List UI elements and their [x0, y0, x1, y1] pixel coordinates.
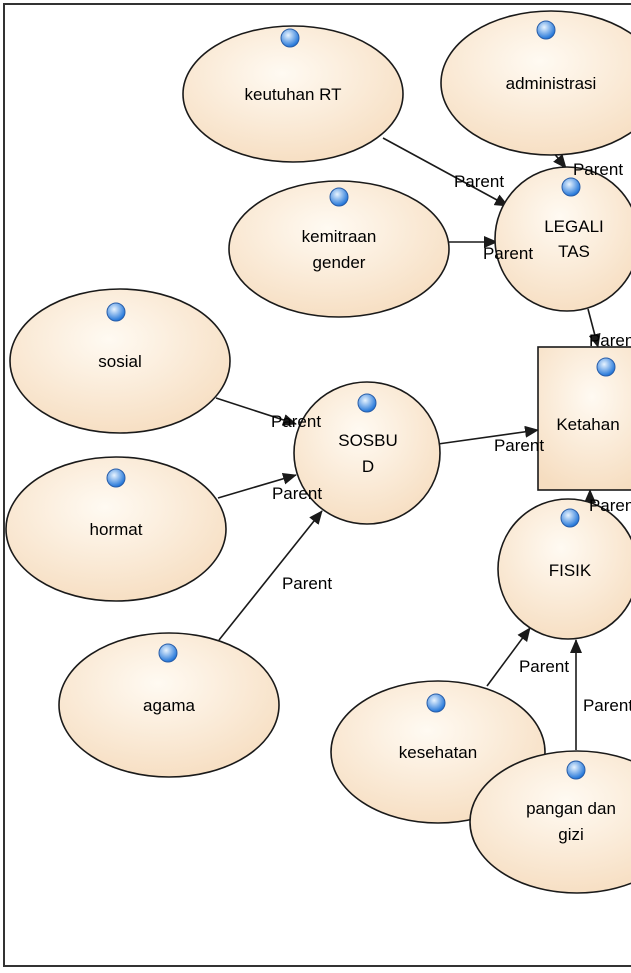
node-status-dot-icon	[426, 693, 446, 713]
node-agama[interactable]: agama	[58, 632, 280, 778]
edge-label-sosbud-to-ketahanan: Parent	[494, 436, 544, 455]
edge-kesehatan-to-fisik	[486, 627, 531, 687]
node-status-dot-icon	[106, 302, 126, 322]
node-status-dot-icon	[536, 20, 556, 40]
node-status-dot-icon	[106, 468, 126, 488]
node-fisik[interactable]: FISIK	[497, 498, 631, 640]
node-status-dot-icon	[561, 177, 581, 197]
edges-layer	[215, 137, 601, 750]
edge-label-administrasi-to-legalitas: Parent	[573, 160, 623, 179]
node-kemitraan-gender[interactable]: kemitraan gender	[228, 180, 450, 318]
node-shape	[182, 25, 404, 163]
node-label-sosial: sosial	[98, 352, 141, 371]
edge-label-keutuhan-rt-to-legalitas: Parent	[454, 172, 504, 191]
node-shape	[537, 346, 631, 491]
node-sosbud[interactable]: SOSBU D	[293, 381, 441, 525]
node-label-agama: agama	[143, 696, 196, 715]
edge-label-sosial-to-sosbud: Parent	[271, 412, 321, 431]
edge-agama-to-sosbud	[218, 510, 323, 641]
node-shape	[228, 180, 450, 318]
node-label-sosbud: SOSBU	[338, 431, 398, 450]
node-label-legalitas: LEGALI	[544, 217, 604, 236]
edge-label-pangan-gizi-to-fisik: Parent	[583, 696, 631, 715]
nodes-layer: keutuhan RT administrasi kemitraan gender LE…	[5, 10, 631, 894]
edge-label-hormat-to-sosbud: Parent	[272, 484, 322, 503]
node-label-pangan-gizi: pangan dan	[526, 799, 616, 818]
edge-sosial-to-sosbud	[215, 397, 297, 426]
node-label-keutuhan-rt: keutuhan RT	[244, 85, 341, 104]
node-label-kemitraan-gender: gender	[313, 253, 366, 272]
diagram-frame	[3, 3, 631, 967]
node-shape	[58, 632, 280, 778]
edge-label-kemitraan-gender-to-legalitas: Parent	[483, 244, 533, 263]
node-legalitas[interactable]: LEGALI TAS	[494, 166, 631, 312]
edge-label-kesehatan-to-fisik: Parent	[519, 657, 569, 676]
node-label-pangan-gizi: gizi	[558, 825, 584, 844]
node-status-dot-icon	[329, 187, 349, 207]
edge-label-legalitas-to-ketahanan: Parent	[589, 331, 631, 350]
node-status-dot-icon	[566, 760, 586, 780]
node-shape	[469, 750, 631, 894]
node-label-hormat: hormat	[90, 520, 143, 539]
node-shape	[494, 166, 631, 312]
node-status-dot-icon	[596, 357, 616, 377]
node-label-kemitraan-gender: kemitraan	[302, 227, 377, 246]
node-status-dot-icon	[158, 643, 178, 663]
node-ketahanan[interactable]: Ketahan	[537, 346, 631, 491]
node-keutuhan-rt[interactable]: keutuhan RT	[182, 25, 404, 163]
node-shape	[497, 498, 631, 640]
edge-sosbud-to-ketahanan	[437, 425, 539, 445]
node-shape	[5, 456, 227, 602]
node-status-dot-icon	[280, 28, 300, 48]
node-shape	[293, 381, 441, 525]
edge-label-agama-to-sosbud: Parent	[282, 574, 332, 593]
edge-hormat-to-sosbud	[217, 472, 297, 499]
node-sosial[interactable]: sosial	[9, 288, 231, 434]
edge-keutuhan-rt-to-legalitas	[382, 137, 509, 207]
node-label-kesehatan: kesehatan	[399, 743, 477, 762]
node-label-fisik: FISIK	[549, 561, 592, 580]
node-label-legalitas: TAS	[558, 242, 590, 261]
edge-legalitas-to-ketahanan	[587, 308, 601, 348]
node-shape	[440, 10, 631, 156]
edge-labels-layer: ParentParentParentParentParentParentPare…	[271, 160, 631, 715]
node-label-ketahanan: Ketahan	[556, 415, 619, 434]
node-shape	[9, 288, 231, 434]
node-status-dot-icon	[560, 508, 580, 528]
node-administrasi[interactable]: administrasi	[440, 10, 631, 156]
node-pangan-gizi[interactable]: pangan dan gizi	[469, 750, 631, 894]
node-hormat[interactable]: hormat	[5, 456, 227, 602]
node-status-dot-icon	[357, 393, 377, 413]
edge-label-fisik-to-ketahanan: Parent	[589, 496, 631, 515]
node-label-sosbud: D	[362, 457, 374, 476]
node-label-administrasi: administrasi	[506, 74, 597, 93]
